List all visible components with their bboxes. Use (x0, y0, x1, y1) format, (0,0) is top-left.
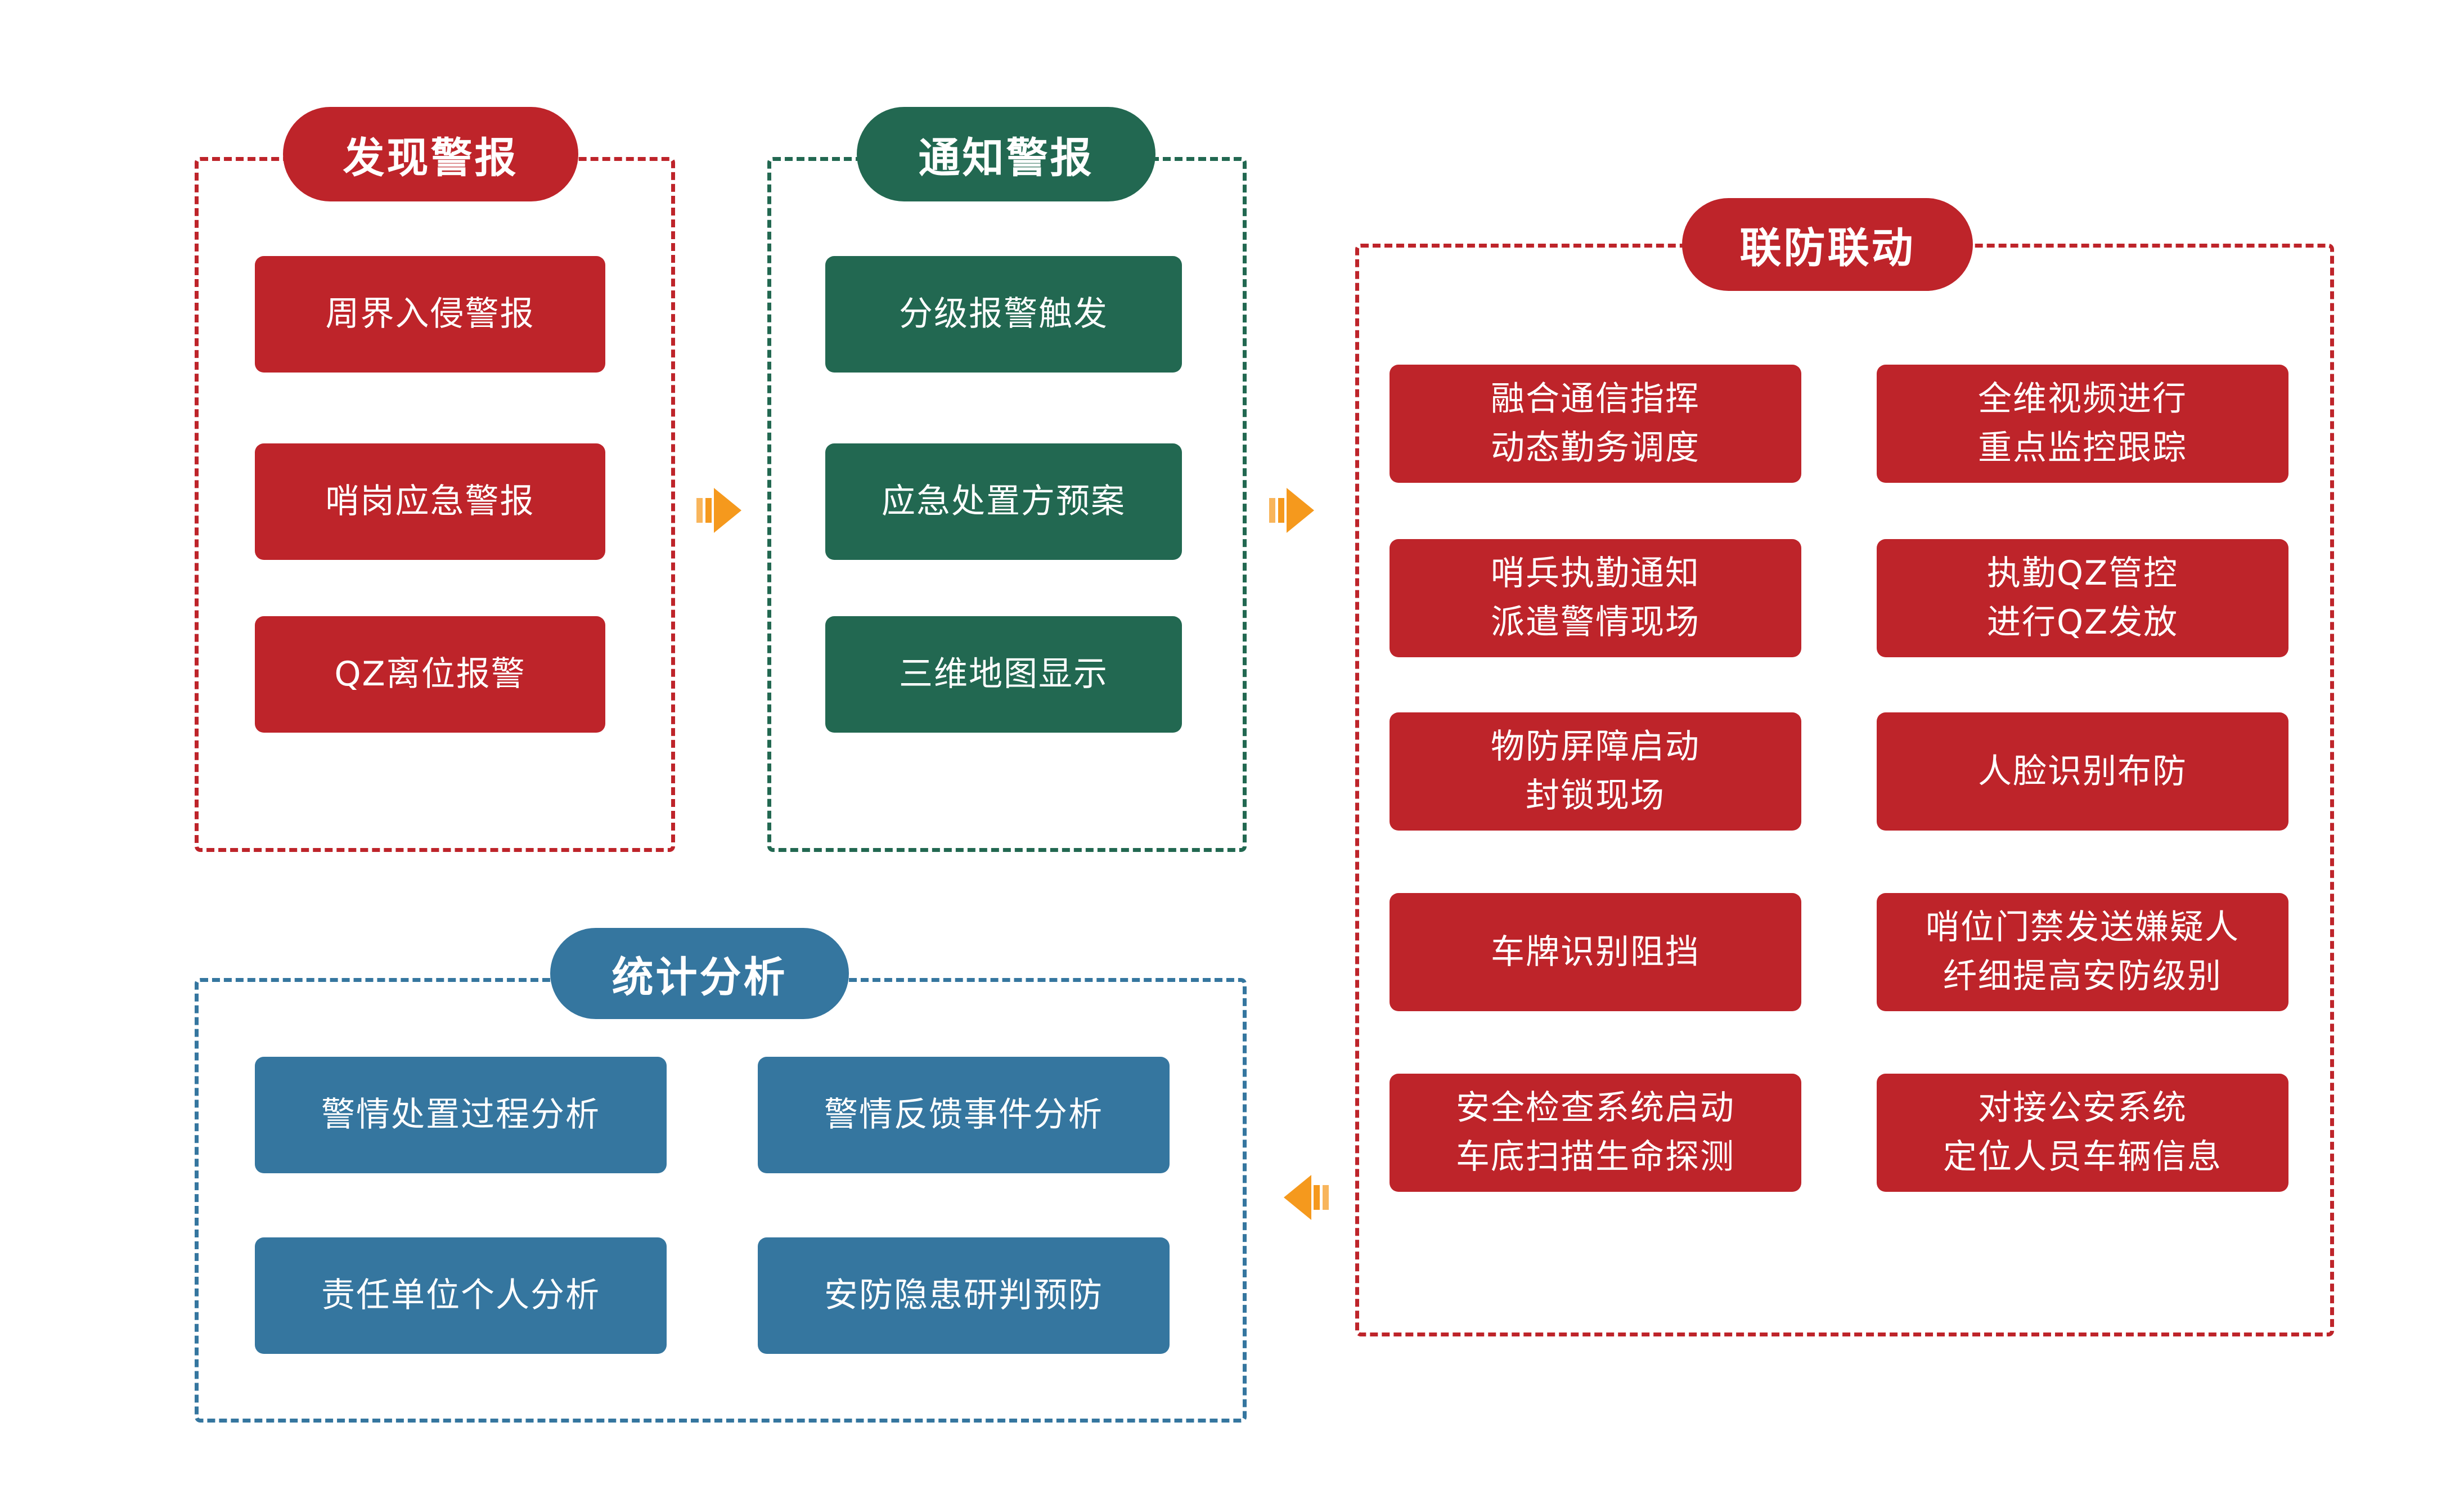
box-emergency-response-plan: 应急处置方预案 (825, 443, 1182, 560)
box-alarm-handling-analysis: 警情处置过程分析 (255, 1057, 667, 1173)
box-sentry-emergency-alarm: 哨岗应急警报 (255, 443, 605, 560)
stats-group-border (195, 978, 1247, 1423)
box-sentry-access-suspect: 哨位门禁发送嫌疑人 纤细提高安防级别 (1877, 893, 2288, 1011)
box-sentry-duty-notice: 哨兵执勤通知 派遣警情现场 (1390, 539, 1801, 657)
box-security-check-scan: 安全检查系统启动 车底扫描生命探测 (1390, 1074, 1801, 1192)
box-qz-control-issue: 执勤QZ管控 进行QZ发放 (1877, 539, 2288, 657)
box-tiered-alarm-trigger: 分级报警触发 (825, 256, 1182, 373)
notify-alarm-pill: 通知警报 (857, 107, 1155, 201)
joint-defense-pill: 联防联动 (1682, 198, 1973, 291)
rewind-arrow-icon (1273, 1172, 1329, 1223)
box-comm-command-dispatch: 融合通信指挥 动态勤务调度 (1390, 365, 1801, 483)
box-video-tracking: 全维视频进行 重点监控跟踪 (1877, 365, 2288, 483)
discover-alarm-pill: 发现警报 (283, 107, 578, 201)
box-perimeter-intrusion-alarm: 周界入侵警报 (255, 256, 605, 373)
statistics-pill: 统计分析 (550, 928, 849, 1019)
box-3d-map-display: 三维地图显示 (825, 616, 1182, 733)
box-plate-recognition-block: 车牌识别阻挡 (1390, 893, 1801, 1011)
fast-forward-arrow-icon-1 (696, 484, 753, 536)
box-face-recognition: 人脸识别布防 (1877, 712, 2288, 831)
box-alarm-feedback-analysis: 警情反馈事件分析 (758, 1057, 1170, 1173)
box-security-risk-prediction: 安防隐患研判预防 (758, 1237, 1170, 1354)
fast-forward-arrow-icon-2 (1269, 484, 1325, 536)
box-police-system-link: 对接公安系统 定位人员车辆信息 (1877, 1074, 2288, 1192)
box-physical-barrier-lockdown: 物防屏障启动 封锁现场 (1390, 712, 1801, 831)
box-responsible-unit-analysis: 责任单位个人分析 (255, 1237, 667, 1354)
box-qz-offsite-alarm: QZ离位报警 (255, 616, 605, 733)
